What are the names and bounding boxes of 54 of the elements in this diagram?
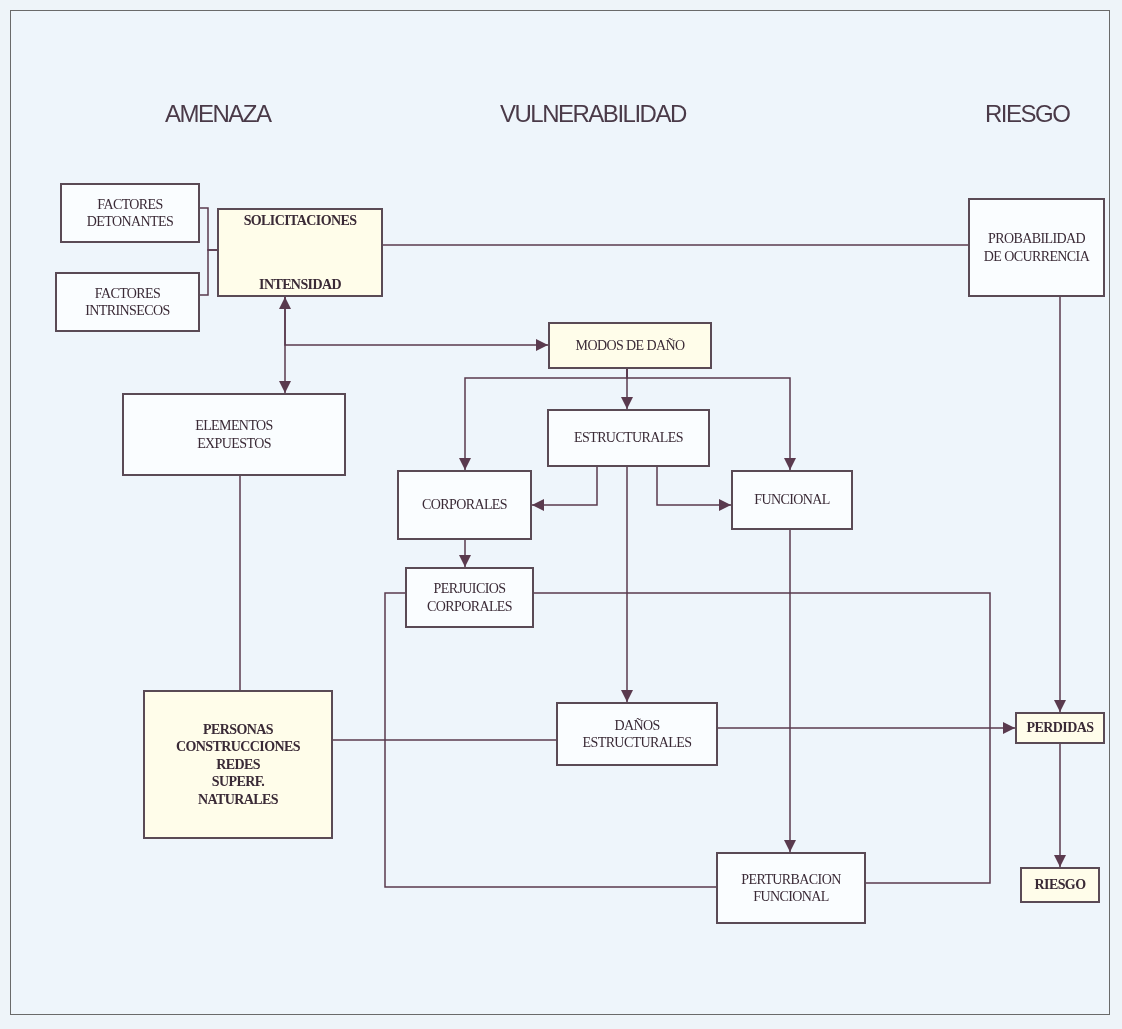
process-box xyxy=(217,208,383,297)
arrow xyxy=(459,539,471,568)
connector-line xyxy=(382,244,969,246)
process-box xyxy=(405,567,534,628)
box-text: INTENSIDAD xyxy=(259,275,341,293)
box-text: MODOS DE DAÑO xyxy=(575,336,685,355)
arrow xyxy=(1054,743,1066,868)
arrow xyxy=(284,296,549,351)
arrow xyxy=(656,466,732,511)
process-box xyxy=(397,470,532,540)
process-box xyxy=(143,690,333,839)
box-text: PERTURBACION FUNCIONAL xyxy=(740,870,842,906)
box-text: REDES xyxy=(216,755,260,774)
process-box xyxy=(716,852,866,924)
box-text: DAÑOS ESTRUCTURALES xyxy=(581,716,693,752)
box-text: PROBABILIDAD DE OCURRENCIA xyxy=(982,230,1091,265)
box-text: FUNCIONAL xyxy=(754,491,830,509)
box-text: FACTORES DETONANTES xyxy=(85,195,175,231)
arrow xyxy=(621,466,633,703)
box-text: FACTORES INTRINSECOS xyxy=(84,284,171,320)
box-text: ESTRUCTURALES xyxy=(574,429,683,447)
connector-line xyxy=(199,249,218,296)
process-box xyxy=(1015,712,1105,744)
arrow xyxy=(784,529,796,853)
process-box xyxy=(122,393,346,476)
process-box xyxy=(731,470,853,530)
column-heading: RIESGO xyxy=(985,100,1070,128)
arrow xyxy=(717,722,1016,734)
connector-line xyxy=(332,739,557,741)
process-box xyxy=(556,702,718,766)
arrow xyxy=(626,368,796,471)
box-text: SUPERF. xyxy=(211,773,265,791)
process-box xyxy=(60,183,200,243)
process-box xyxy=(968,198,1105,297)
arrow xyxy=(531,466,598,511)
box-text: SOLICITACIONES xyxy=(243,212,357,230)
process-box xyxy=(1020,867,1100,903)
box-text: PERSONAS xyxy=(203,720,273,739)
process-box xyxy=(547,409,710,467)
connector-line xyxy=(384,592,717,888)
box-text: ELEMENTOS EXPUESTOS xyxy=(194,417,274,452)
box-text: PERJUICIOS CORPORALES xyxy=(426,580,513,615)
process-box xyxy=(55,272,200,332)
box-text: PERDIDAS xyxy=(1026,719,1094,737)
column-heading: VULNERABILIDAD xyxy=(500,100,686,128)
process-box xyxy=(548,322,712,369)
box-text: CORPORALES xyxy=(422,496,507,514)
box-text: CONSTRUCCIONES xyxy=(176,738,300,756)
column-heading: AMENAZA xyxy=(165,100,271,128)
box-text: NATURALES xyxy=(198,790,278,809)
arrow xyxy=(1054,296,1066,713)
connector-line xyxy=(239,475,241,691)
box-text: RIESGO xyxy=(1034,876,1086,894)
connector-line xyxy=(533,592,991,884)
